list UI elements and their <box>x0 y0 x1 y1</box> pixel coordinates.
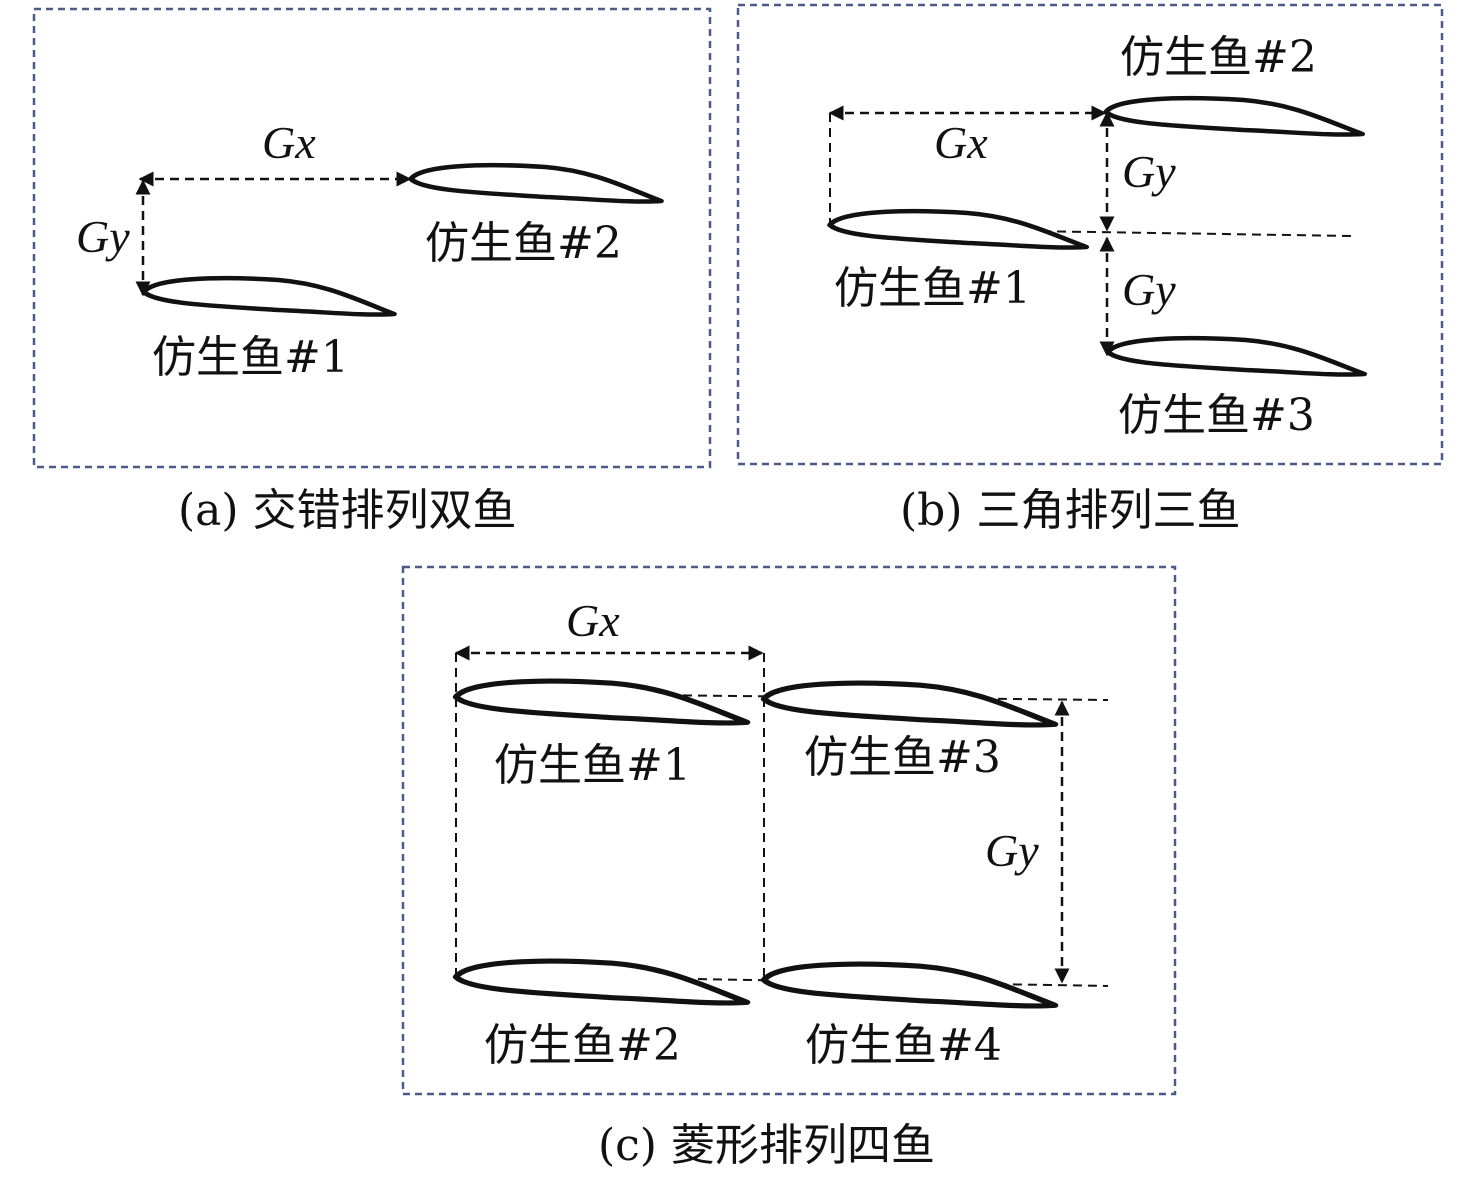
fish-2-label: 仿生鱼#2 <box>425 218 622 269</box>
fish-3-shape <box>764 683 1055 725</box>
fish-2-label: 仿生鱼#2 <box>1120 32 1317 83</box>
gx-label: Gx <box>934 117 988 168</box>
fish-1-shape <box>144 278 394 314</box>
fish-1-label: 仿生鱼#1 <box>152 332 349 383</box>
gy-label: Gy <box>76 211 130 262</box>
fish-3-label: 仿生鱼#3 <box>804 732 1001 783</box>
fish-1-shape <box>456 681 747 723</box>
gy-label: Gy <box>985 825 1039 876</box>
panel-b-caption: (b) 三角排列三鱼 <box>900 485 1240 536</box>
fish-1-shape <box>830 211 1086 247</box>
panel-a-frame <box>32 7 712 469</box>
fish-1-label: 仿生鱼#1 <box>834 263 1031 314</box>
fish-4-label: 仿生鱼#4 <box>805 1020 1002 1071</box>
gy-bottom-label: Gy <box>1122 264 1176 315</box>
panel-c-frame <box>401 565 1177 1096</box>
fish-1-label: 仿生鱼#1 <box>494 740 691 791</box>
gx-label: Gx <box>262 117 316 168</box>
panel-c: Gx Gy 仿生鱼#1 仿生鱼#3 仿生鱼#2 仿生鱼#4 (c) 菱形排列四鱼 <box>401 565 1177 1171</box>
panel-a: Gx Gy 仿生鱼#2 仿生鱼#1 (a) 交错排列双鱼 <box>32 7 712 536</box>
fish-2-shape <box>456 961 747 1003</box>
panel-a-caption: (a) 交错排列双鱼 <box>178 485 517 536</box>
gy-top-label: Gy <box>1122 146 1176 197</box>
fish-3-shape <box>1108 338 1364 374</box>
centerline-reference <box>831 227 1353 237</box>
panel-b: Gx Gy Gy 仿生鱼#2 仿生鱼#1 仿生鱼#3 (b) 三角排列三鱼 <box>736 3 1444 536</box>
fish-2-label: 仿生鱼#2 <box>484 1020 681 1071</box>
panel-b-frame <box>736 3 1444 466</box>
fish-2-shape <box>1106 98 1362 134</box>
gx-label: Gx <box>566 595 620 646</box>
panel-c-caption: (c) 菱形排列四鱼 <box>598 1120 935 1171</box>
fish-3-label: 仿生鱼#3 <box>1118 390 1315 441</box>
fish-4-shape <box>764 964 1055 1006</box>
fish-2-shape <box>411 165 661 201</box>
